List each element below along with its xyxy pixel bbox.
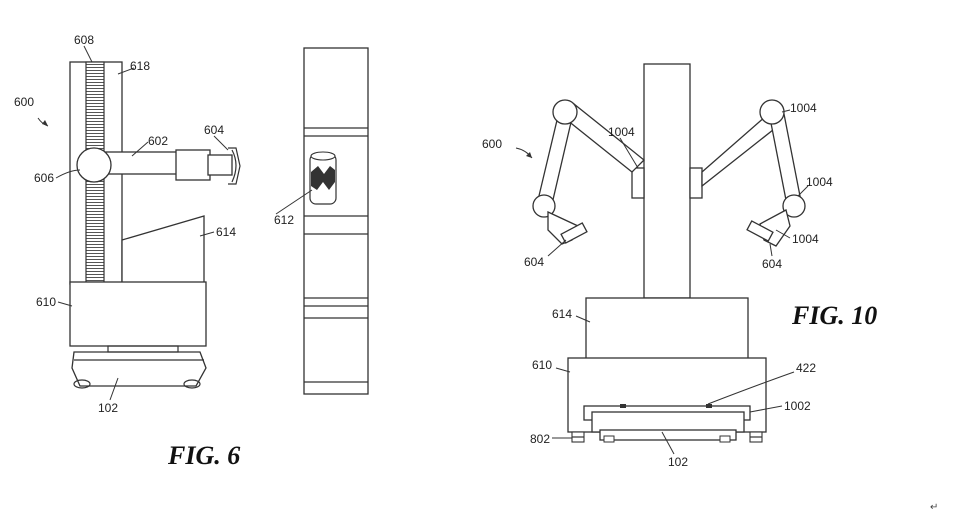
fig10-label-1004-top-right: 1004 [790,101,817,115]
fig6-joint [76,147,112,183]
fig10-connector-right [706,404,712,408]
fig6-wheel-right [183,379,201,389]
fig10-connector-left [620,404,626,408]
fig10-right-elbow [759,99,785,125]
fig6-platform [121,215,205,285]
fig10-label-1004-left: 1004 [608,125,635,139]
fig6-shelf-frame [303,47,369,395]
fig10-shoulder-left [631,167,645,199]
fig10-label-102: 102 [668,455,688,469]
fig10-right-forearm [769,113,801,201]
fig6-label-612: 612 [274,213,294,227]
fig6-shelf-drawing [303,47,369,395]
fig10-label-1004-low-right: 1004 [792,232,819,246]
fig6-label-102: 102 [98,401,118,415]
fig6-leader-lines [37,45,313,401]
fig10-label-610: 610 [532,358,552,372]
fig6-drive-top [107,345,179,353]
fig10-label-1004-mid-right: 1004 [806,175,833,189]
fig6-label-602: 602 [148,134,168,148]
fig10-label-604-right: 604 [762,257,782,271]
fig6-label-618: 618 [130,59,150,73]
fig10-caster-right [719,435,731,443]
fig10-label-1002: 1002 [784,399,811,413]
fig6-label-608: 608 [74,33,94,47]
fig6-label-610: 610 [36,295,56,309]
fig6-label-614: 614 [216,225,236,239]
fig10-left-gripper-pad [560,222,588,244]
fig6-robot-drawing [69,61,241,389]
fig6-arm-segment [103,151,179,175]
paragraph-return-mark: ↵ [930,502,938,513]
fig6-wrist [207,154,233,176]
fig10-left-elbow [552,99,578,125]
fig6-caption: FIG. 6 [167,441,240,470]
fig10-drive-bottom [599,429,737,441]
fig6-gripper-outline [228,147,241,185]
fig6-base [69,281,207,347]
fig6-gripper [231,149,237,183]
fig10-label-422: 422 [796,361,816,375]
fig6-labels: 600 608 618 602 604 606 612 614 610 102 [14,33,294,415]
fig10-shoulder-right [689,167,703,199]
fig10-drive-unit [591,411,745,433]
fig6-arm-forearm [175,149,211,181]
fig10-right-upper-arm [701,115,780,188]
fig6-label-606: 606 [34,171,54,185]
fig10-caster-left [603,435,615,443]
fig10-right-wrist [782,194,806,218]
fig10-label-802: 802 [530,432,550,446]
fig10-caption: FIG. 10 [791,301,877,330]
fig10-label-600: 600 [482,137,502,151]
fig10-left-forearm [537,115,573,205]
fig10-label-604-left: 604 [524,255,544,269]
fig10-label-614: 614 [552,307,572,321]
fig10-robot-drawing [532,63,806,443]
fig6-label-600: 600 [14,95,34,109]
fig10-left-wrist [532,194,556,218]
fig10-labels: 600 1004 1004 1004 1004 604 604 614 610 … [482,101,833,469]
fig10-column [643,63,691,299]
fig10-platform [585,297,749,361]
fig10-right-gripper-pad [746,220,774,242]
fig10-leader-lines [515,109,809,455]
fig6-item-can [309,151,337,205]
fig6-label-604: 604 [204,123,224,137]
fig6-wheel-left [73,379,91,389]
